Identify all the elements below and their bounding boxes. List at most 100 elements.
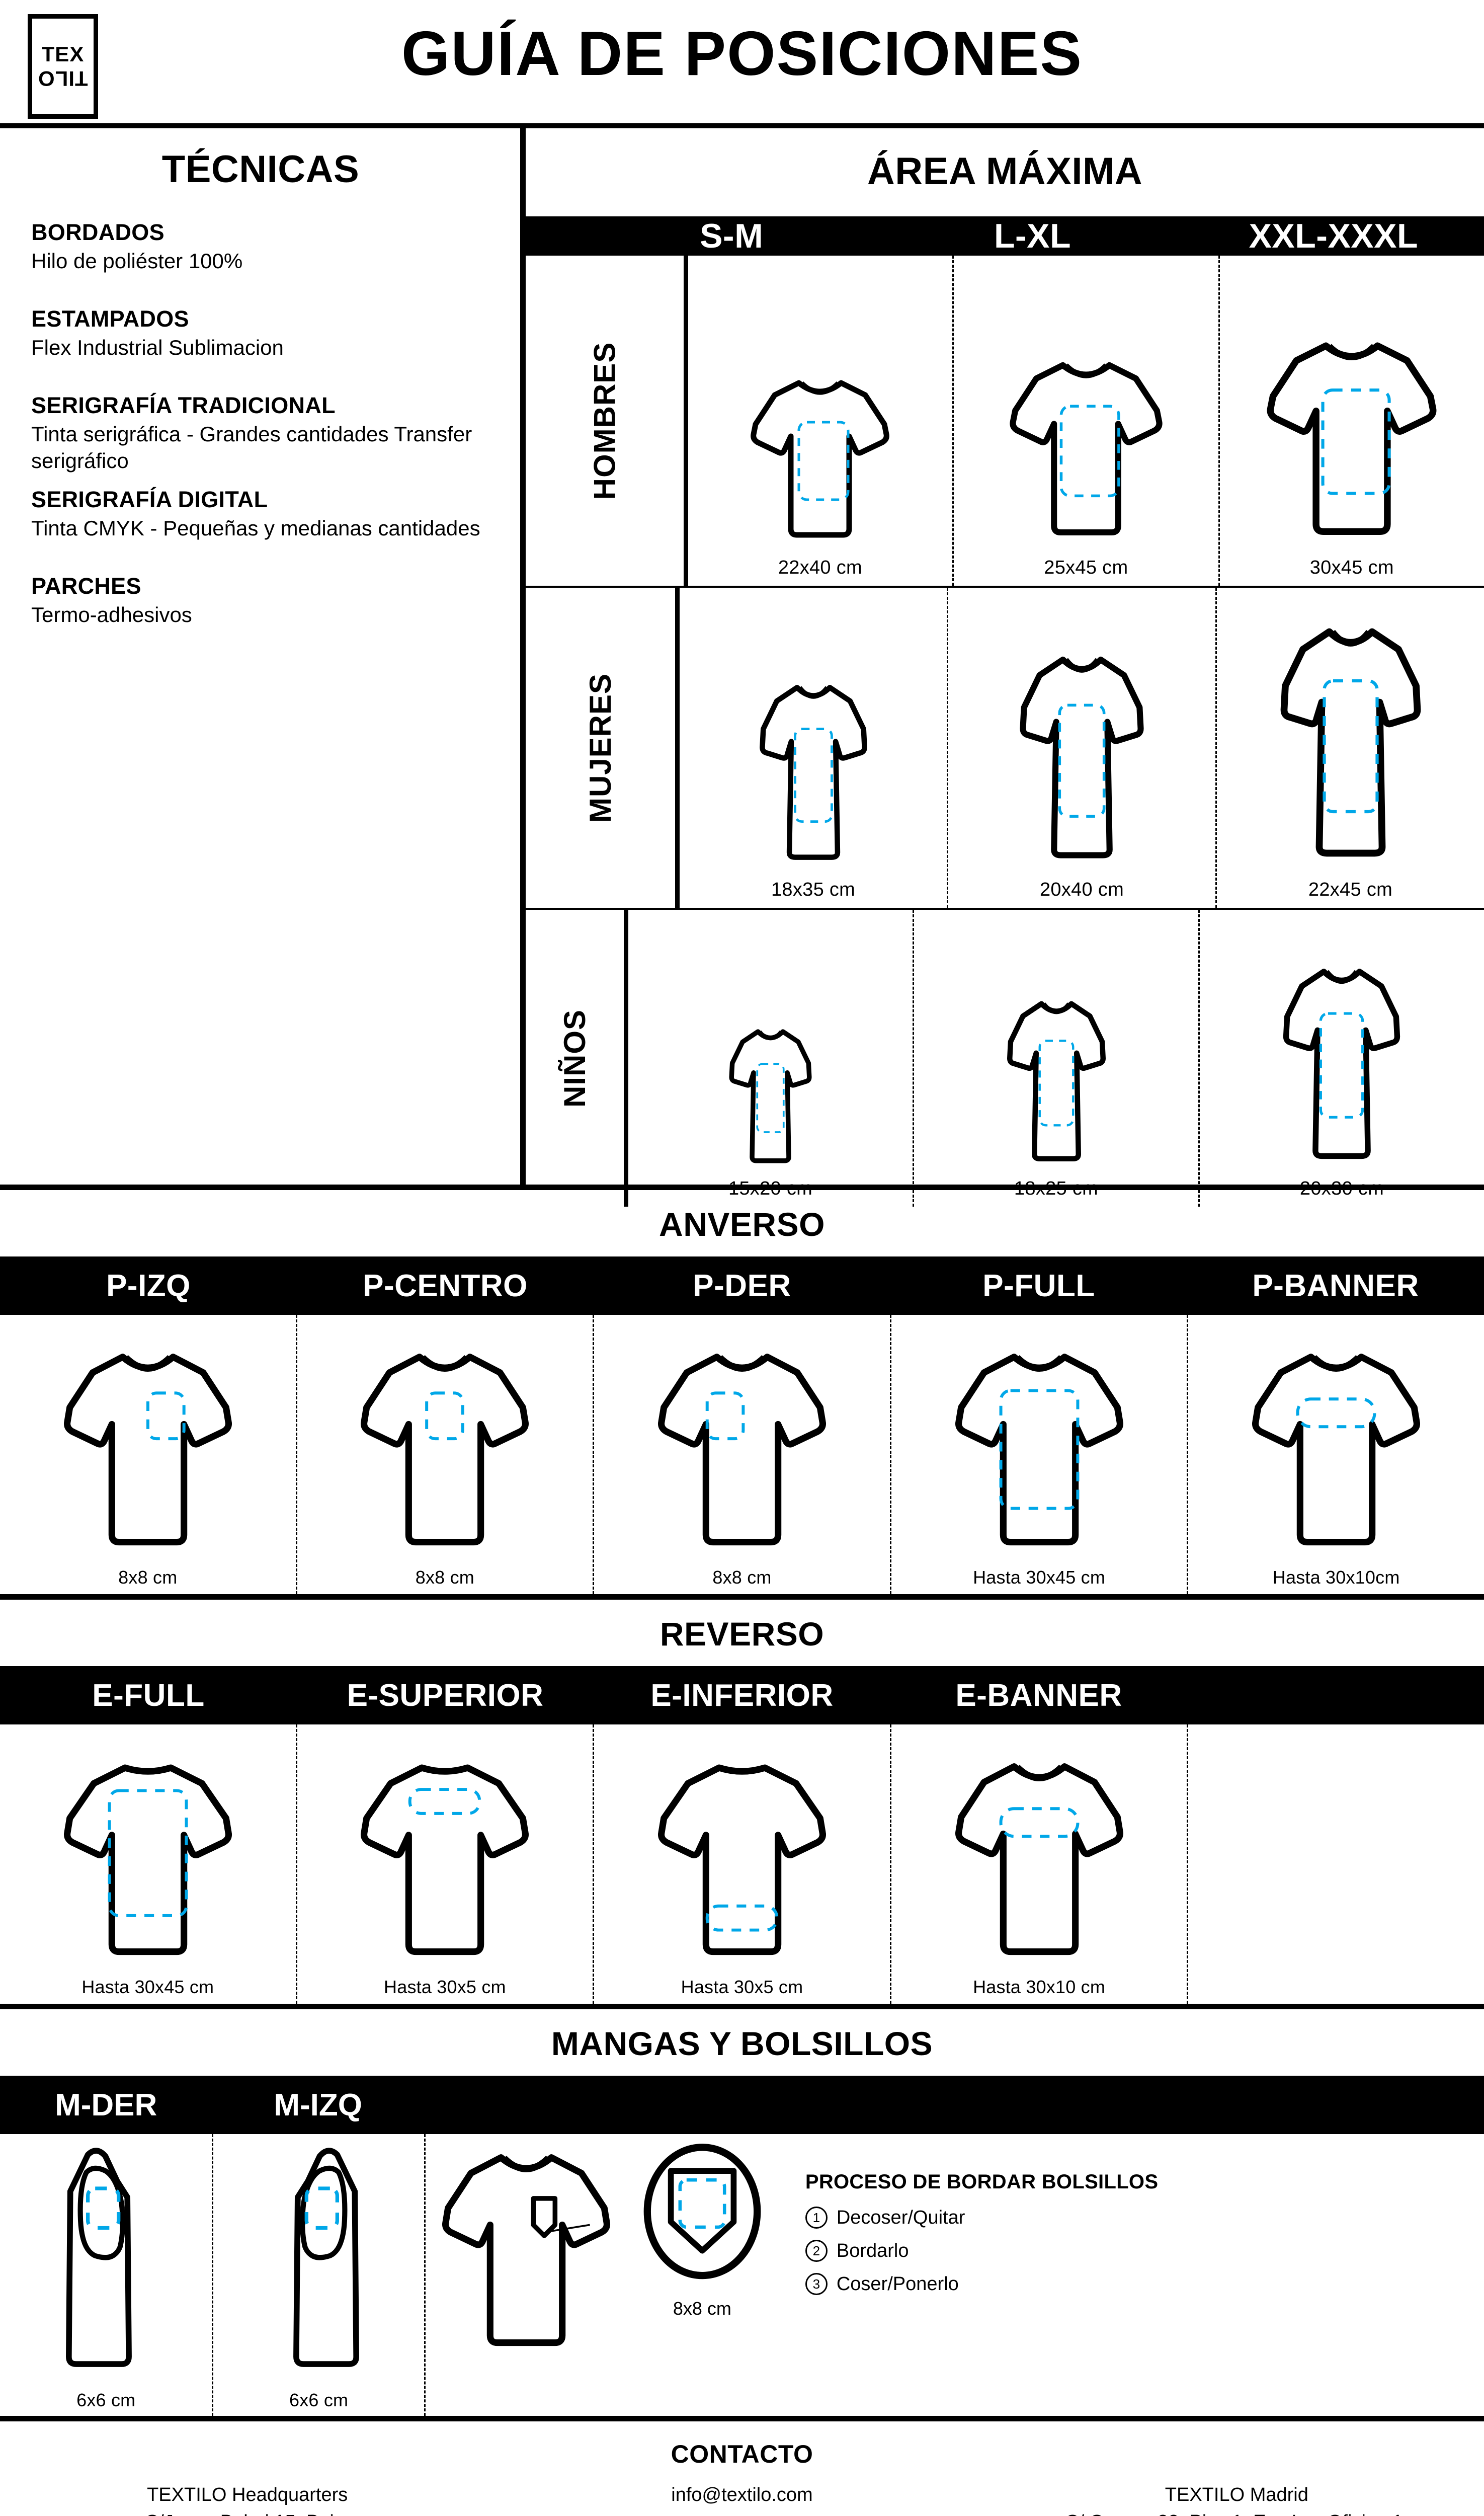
area-maxima-heading: ÁREA MÁXIMA <box>867 150 1143 193</box>
table-row-hombres: HOMBRES 22x40 cm <box>526 256 1484 586</box>
cell-size-label: 30x45 cm <box>1309 557 1394 578</box>
tecnicas-panel: TÉCNICAS BORDADOS Hilo de poliéster 100%… <box>0 128 526 1185</box>
position-size-label: Hasta 30x5 cm <box>384 1977 506 1997</box>
tshirt-kid-icon <box>1007 1001 1106 1161</box>
tshirt-back-icon <box>63 1764 232 1955</box>
reverso-row: Hasta 30x45 cm Hasta 30x5 cm Hasta 30x5 … <box>0 1724 1484 2004</box>
column-header-p-centro: P-CENTRO <box>363 1268 528 1303</box>
tecnica-desc: Flex Industrial Sublimacion <box>31 335 284 359</box>
column-header-e-banner: E-BANNER <box>955 1678 1122 1713</box>
reverso-column-headers: E-FULL E-SUPERIOR E-INFERIOR E-BANNER <box>0 1666 1484 1724</box>
column-header-p-full: P-FULL <box>982 1268 1095 1303</box>
tshirt-pocket-icon <box>442 2154 610 2346</box>
tshirt-women-icon <box>1280 628 1421 857</box>
cell-size-label: 22x45 cm <box>1308 879 1393 900</box>
row-label-text: NIÑOS <box>558 1009 592 1108</box>
position-size-label: 6x6 cm <box>289 2390 349 2410</box>
table-cell: 18x35 cm <box>680 588 947 908</box>
proceso-step: 1 Decoser/Quitar <box>805 2207 1158 2229</box>
anverso-row: 8x8 cm 8x8 cm 8x8 cm <box>0 1315 1484 1594</box>
tecnica-title: SERIGRAFÍA TRADICIONAL <box>31 392 336 418</box>
contacto-heading: CONTACTO <box>671 2440 813 2468</box>
position-cell-p-centro: 8x8 cm <box>295 1315 593 1594</box>
position-cell-m-izq: 6x6 cm <box>212 2134 424 2416</box>
column-header-m-der: M-DER <box>55 2087 157 2122</box>
logo-text-top: TEX <box>41 42 85 66</box>
contact-email[interactable]: info@textilo.com <box>671 2484 813 2505</box>
divider <box>0 2004 1484 2009</box>
tecnica-desc: Termo-adhesivos <box>31 602 192 626</box>
step-number: 2 <box>805 2240 828 2262</box>
tshirt-front-icon <box>1252 1354 1421 1546</box>
tshirt-front-icon <box>955 1354 1123 1546</box>
contact-barcelona: TEXTILO Headquarters C/Josep Balari 15. … <box>145 2484 350 2516</box>
tshirt-back-icon <box>361 1764 529 1955</box>
contact-links: info@textilo.com www.textilo.com <box>494 2482 989 2516</box>
sleeve-right-icon <box>65 2148 132 2367</box>
tecnica-title: PARCHES <box>31 573 141 599</box>
table-cell: 22x45 cm <box>1215 588 1484 908</box>
footer: CONTACTO TEXTILO Headquarters C/Josep Ba… <box>0 2421 1484 2516</box>
pocket-process-area: 8x8 cm PROCESO DE BORDAR BOLSILLOS 1 Dec… <box>424 2134 1484 2416</box>
proceso-step: 3 Coser/Ponerlo <box>805 2273 1158 2295</box>
position-cell-empty <box>1187 1724 1484 2004</box>
table-cell: 20x40 cm <box>947 588 1215 908</box>
mangas-heading: MANGAS Y BOLSILLOS <box>551 2025 933 2062</box>
anverso-column-headers: P-IZQ P-CENTRO P-DER P-FULL P-BANNER <box>0 1256 1484 1315</box>
tshirt-back-icon <box>657 1764 826 1955</box>
cell-size-label: 25x45 cm <box>1044 557 1128 578</box>
cell-size-label: 18x25 cm <box>1014 1178 1099 1199</box>
logo: TEX TILO <box>28 14 98 119</box>
tecnica-desc: Tinta serigráfica - Grandes cantidades T… <box>31 422 472 473</box>
table-cell: 22x40 cm <box>688 256 952 586</box>
position-cell-p-banner: Hasta 30x10cm <box>1187 1315 1484 1594</box>
position-cell-e-inferior: Hasta 30x5 cm <box>593 1724 890 2004</box>
size-header-row: S-M L-XL XXL-XXXL <box>526 216 1484 256</box>
column-header-p-der: P-DER <box>693 1268 791 1303</box>
mangas-row: 6x6 cm 6x6 cm <box>0 2134 1484 2416</box>
divider <box>0 2416 1484 2421</box>
tshirt-front-icon <box>1010 362 1163 536</box>
position-size-label: Hasta 30x5 cm <box>681 1977 803 1997</box>
tshirt-front-icon <box>955 1763 1123 1955</box>
cell-size-label: 22x40 cm <box>778 557 862 578</box>
table-row-mujeres: MUJERES 18x35 cm <box>526 586 1484 908</box>
step-label: Decoser/Quitar <box>836 2207 965 2228</box>
tecnica-item: ESTAMPADOS Flex Industrial Sublimacion <box>31 306 490 361</box>
cell-size-label: 20x30 cm <box>1299 1178 1384 1199</box>
cell-size-label: 18x35 cm <box>771 879 856 900</box>
table-row-ninos: NIÑOS 15x20 cm <box>526 908 1484 1207</box>
pocket-shirt-illustration <box>426 2143 627 2360</box>
position-cell-p-full: Hasta 30x45 cm <box>889 1315 1187 1594</box>
tshirt-kid-icon <box>729 1029 812 1163</box>
table-cell: 18x25 cm <box>913 910 1198 1207</box>
tecnica-title: ESTAMPADOS <box>31 305 189 332</box>
column-header-e-inferior: E-INFERIOR <box>650 1678 834 1713</box>
column-header-spacer <box>1187 1666 1484 1724</box>
step-label: Bordarlo <box>836 2240 909 2261</box>
pocket-size-label: 8x8 cm <box>673 2298 731 2319</box>
step-number: 1 <box>805 2207 828 2229</box>
tshirt-women-icon <box>1020 656 1144 858</box>
column-header-e-full: E-FULL <box>92 1678 205 1713</box>
row-label-ninos: NIÑOS <box>526 910 629 1207</box>
tshirt-front-icon <box>63 1354 232 1546</box>
table-cell: 30x45 cm <box>1218 256 1484 586</box>
divider <box>0 1594 1484 1600</box>
reverso-section: REVERSO E-FULL E-SUPERIOR E-INFERIOR E-B… <box>0 1600 1484 2004</box>
tecnica-desc: Tinta CMYK - Pequeñas y medianas cantida… <box>31 516 480 540</box>
tecnicas-heading: TÉCNICAS <box>161 148 360 191</box>
gender-rows: HOMBRES 22x40 cm <box>526 256 1484 1207</box>
column-header-p-izq: P-IZQ <box>106 1268 191 1303</box>
tecnica-title: BORDADOS <box>31 219 164 245</box>
position-size-label: Hasta 30x10cm <box>1272 1567 1400 1588</box>
mangas-column-headers: M-DER M-IZQ <box>0 2076 1484 2134</box>
position-cell-p-der: 8x8 cm <box>593 1315 890 1594</box>
header-spacer <box>526 216 581 256</box>
size-column-header: S-M <box>700 217 764 255</box>
position-cell-p-izq: 8x8 cm <box>0 1315 296 1594</box>
position-size-label: 8x8 cm <box>415 1567 474 1588</box>
mangas-section: MANGAS Y BOLSILLOS M-DER M-IZQ 6x6 cm <box>0 2009 1484 2416</box>
size-column-header: L-XL <box>994 217 1071 255</box>
